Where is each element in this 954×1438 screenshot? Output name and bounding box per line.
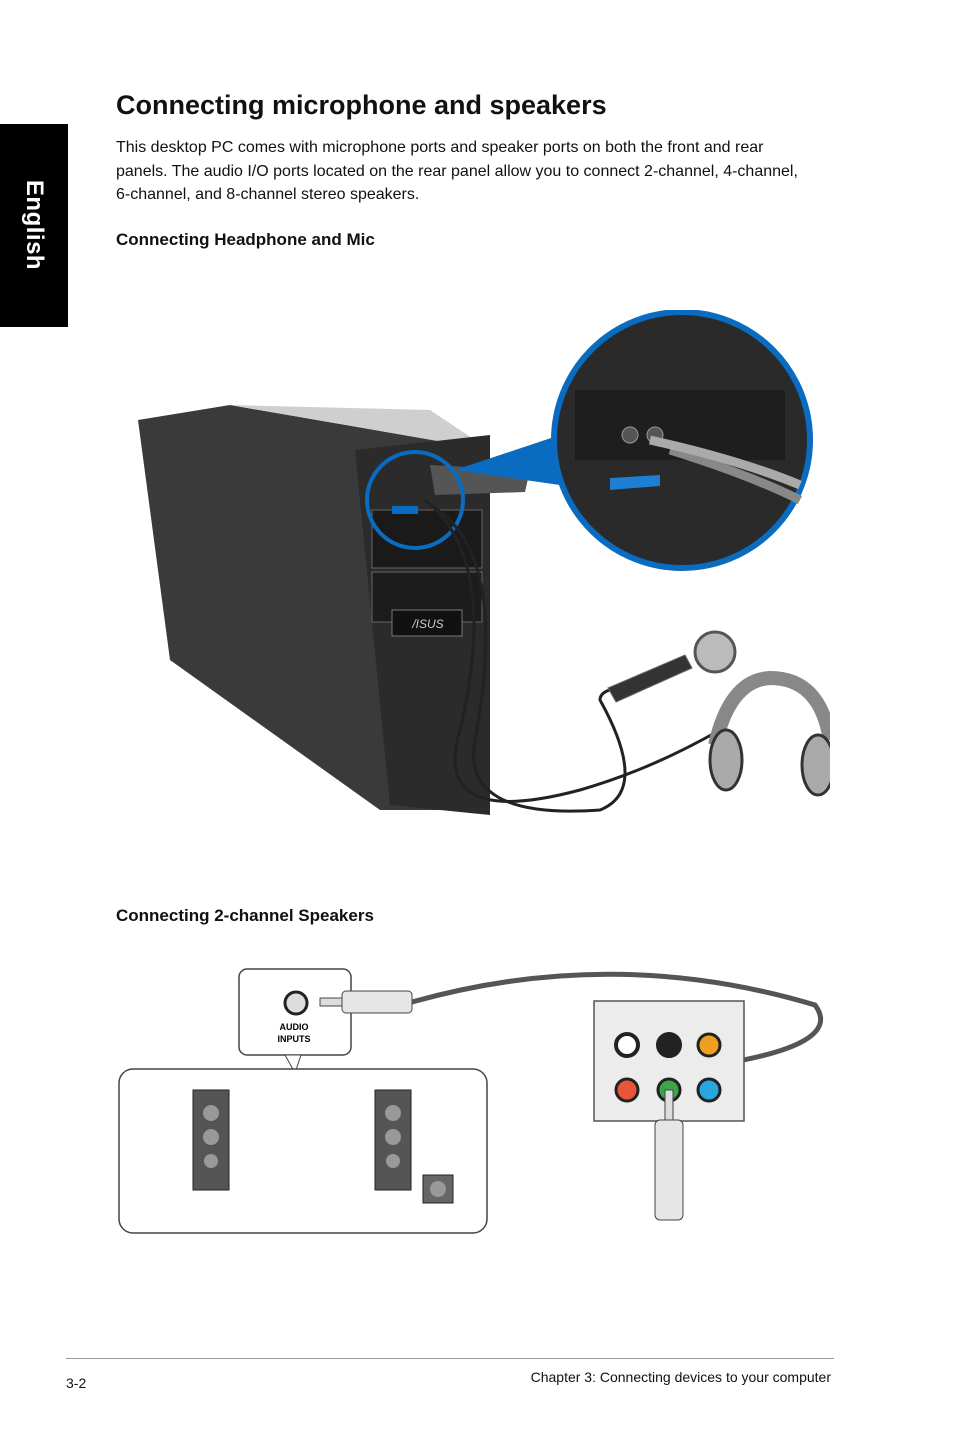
plug-body: [342, 991, 412, 1013]
language-tab: English: [0, 124, 68, 327]
section-heading-headphone: Connecting Headphone and Mic: [116, 230, 375, 250]
small-insert-arrow: [392, 506, 418, 514]
headphone-right-cup: [802, 735, 830, 795]
speaker-set-box: [119, 1069, 487, 1233]
audio-inputs-label-2: INPUTS: [277, 1034, 310, 1044]
microphone-body: [608, 655, 692, 702]
language-tab-label: English: [20, 180, 48, 270]
audio-input-jack: [285, 992, 307, 1014]
right-speaker-driver-3: [386, 1154, 400, 1168]
subwoofer-driver: [430, 1181, 446, 1197]
section-heading-speakers: Connecting 2-channel Speakers: [116, 906, 374, 926]
port-blue: [698, 1079, 720, 1101]
brand-logo: /ISUS: [411, 617, 443, 631]
headphone-left-cup: [710, 730, 742, 790]
left-speaker-driver-2: [203, 1129, 219, 1145]
port-orange: [698, 1034, 720, 1056]
green-plug-body: [655, 1120, 683, 1220]
footer-rule: [66, 1358, 834, 1359]
intro-paragraph: This desktop PC comes with microphone po…: [116, 136, 816, 207]
audio-inputs-label-1: AUDIO: [280, 1022, 309, 1032]
right-speaker-driver-2: [385, 1129, 401, 1145]
left-speaker-driver-3: [204, 1154, 218, 1168]
port-black: [658, 1034, 680, 1056]
port-pink: [616, 1079, 638, 1101]
right-speaker-driver-1: [385, 1105, 401, 1121]
chapter-title: Chapter 3: Connecting devices to your co…: [531, 1369, 831, 1385]
headphone-mic-illustration: /ISUS: [130, 310, 830, 830]
port-white: [616, 1034, 638, 1056]
speakers-illustration: AUDIO INPUTS: [115, 965, 835, 1260]
zoomed-headphone-jack: [622, 427, 638, 443]
left-speaker-driver-1: [203, 1105, 219, 1121]
page-title: Connecting microphone and speakers: [116, 90, 607, 121]
plug-tip: [320, 998, 342, 1006]
microphone-head: [695, 632, 735, 672]
green-plug-tip: [665, 1090, 673, 1120]
page-number: 3-2: [66, 1375, 86, 1391]
